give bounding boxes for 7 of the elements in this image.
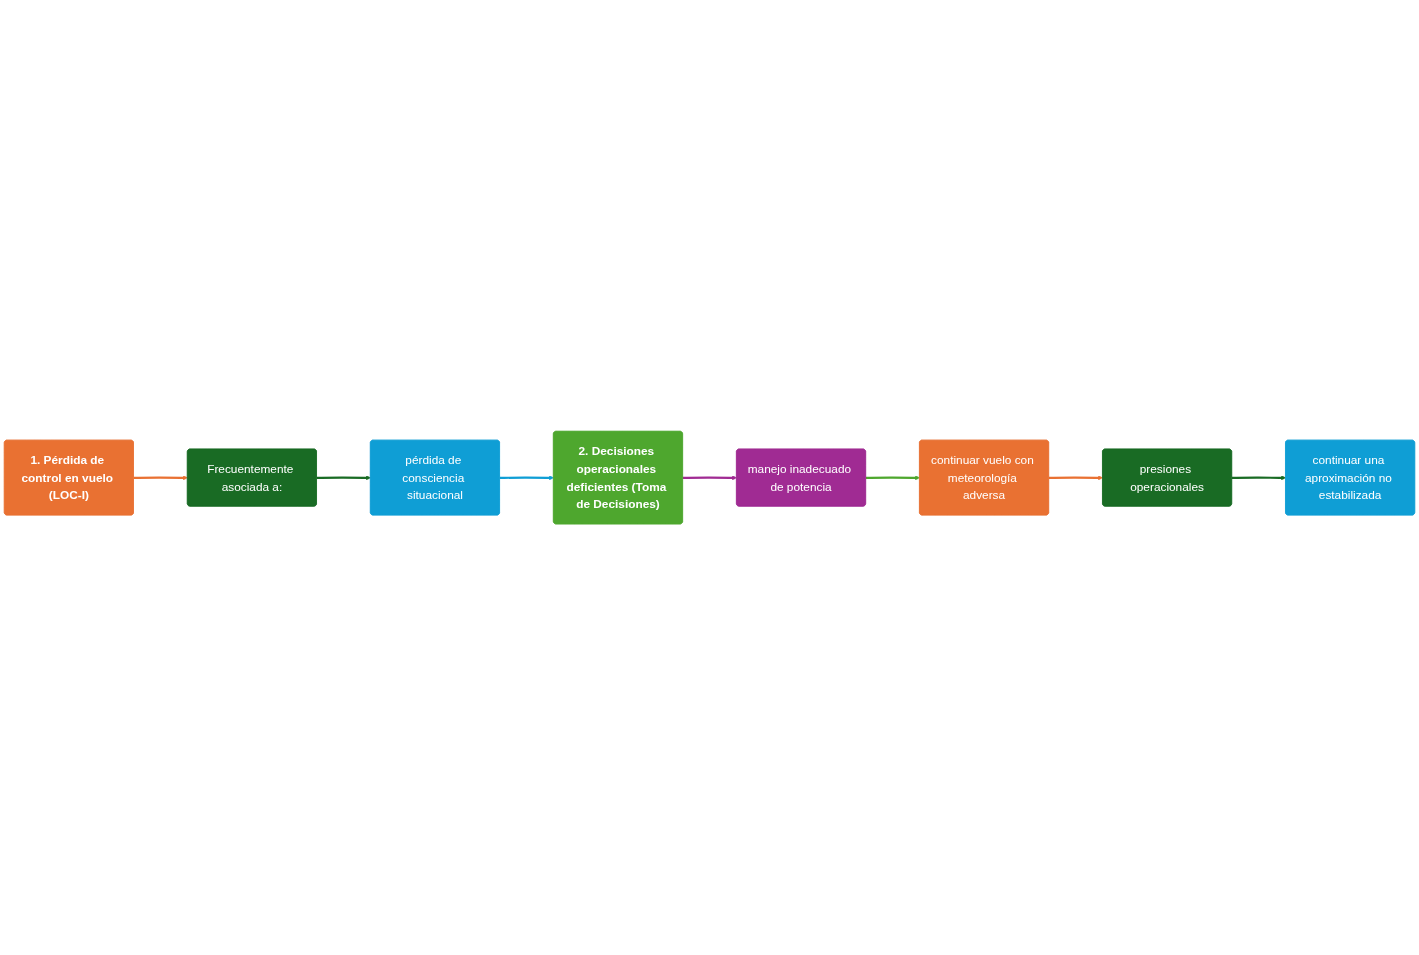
arrow bbox=[1231, 475, 1286, 481]
arrow bbox=[1048, 475, 1103, 481]
arrow bbox=[865, 475, 920, 481]
arrow bbox=[316, 475, 371, 481]
arrow bbox=[133, 475, 188, 481]
arrow bbox=[499, 475, 554, 481]
arrow bbox=[682, 475, 737, 481]
